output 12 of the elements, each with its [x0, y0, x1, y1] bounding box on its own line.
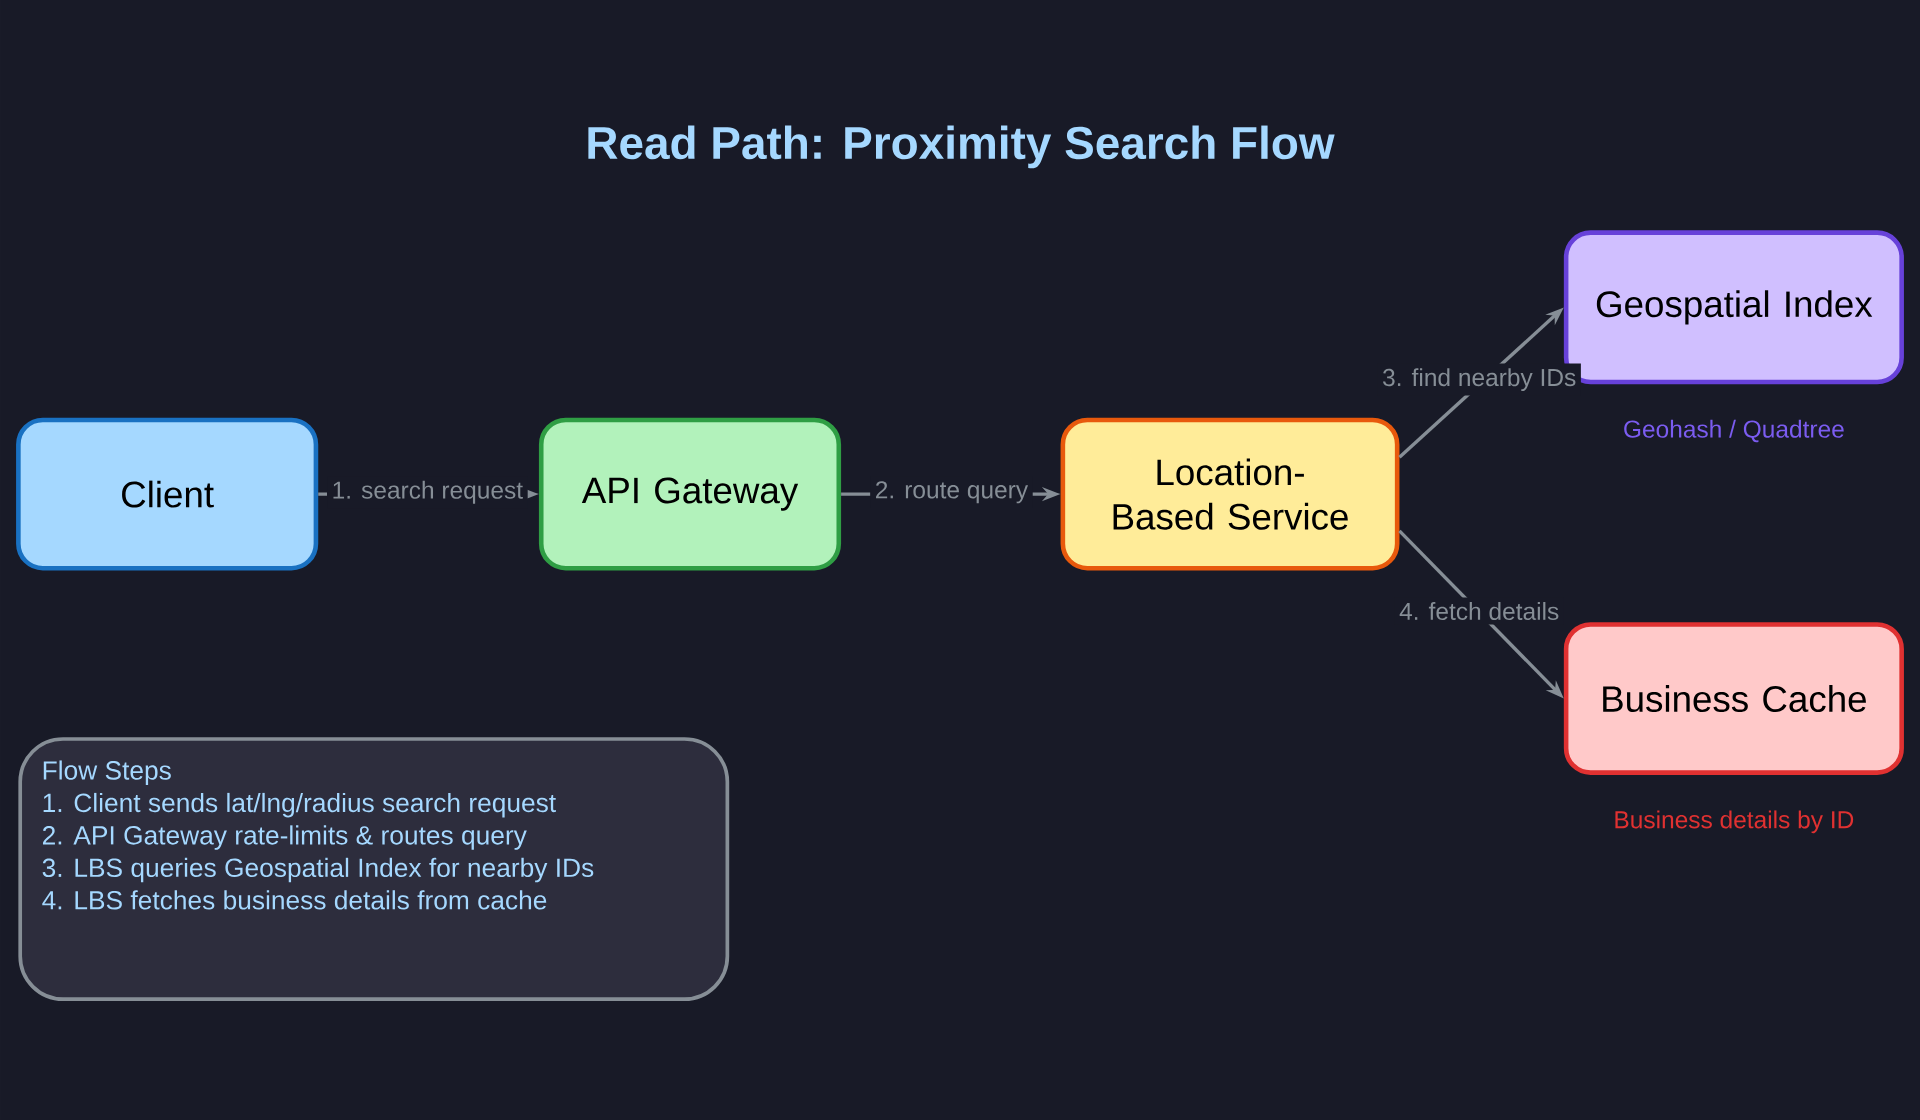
service-box: Client — [16, 417, 319, 571]
edge-label: 2. route query — [870, 476, 1033, 508]
service-box: API Gateway — [538, 417, 842, 571]
service-box: Location-Based Service — [1060, 417, 1400, 571]
service-box: Business Cache — [1563, 622, 1904, 775]
edge-label: 4. fetch details — [1394, 597, 1564, 625]
edge-label: 1. search request — [327, 476, 528, 509]
node-label: Geohash / Quadtree — [1624, 419, 1844, 442]
edge-label: 3. find nearby IDs — [1377, 363, 1581, 396]
node-label: Business details by ID — [1615, 810, 1854, 834]
title: Read Path: Proximity Search Flow — [588, 125, 1335, 169]
steps-panel: Flow Steps 1. Client sends lat/lng/radius search request 2. API Gateway rate-limits & routes query 3. LBS queries Geospatial Index for nearby IDs 4. LBS fetches business details from cache — [18, 736, 730, 1001]
